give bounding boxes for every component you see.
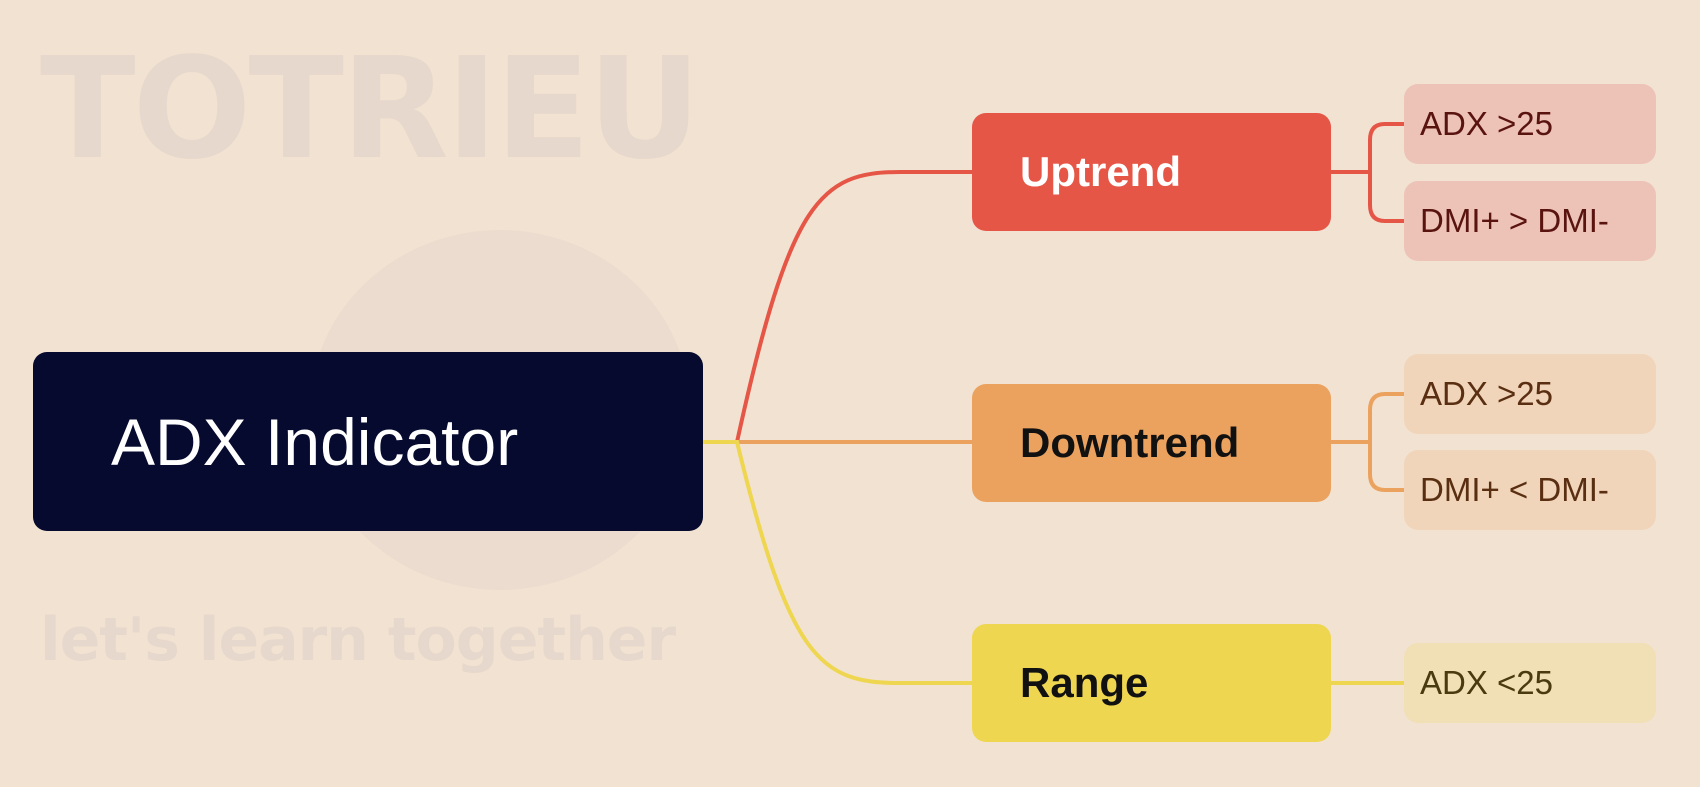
leaf-downtrend-dmi: DMI+ < DMI- (1404, 450, 1656, 530)
uptrend-label: Uptrend (1020, 148, 1181, 195)
connector-range (703, 440, 972, 685)
downtrend-label: Downtrend (1020, 419, 1240, 466)
root-node: ADX Indicator (33, 352, 703, 531)
leaf-uptrend-dmi: DMI+ > DMI- (1404, 181, 1656, 261)
leaf-label: ADX >25 (1420, 105, 1553, 142)
leaf-label: ADX >25 (1420, 375, 1553, 412)
leaf-label: DMI+ > DMI- (1420, 202, 1609, 239)
connector-uptrend-leaves (1331, 122, 1404, 223)
root-label: ADX Indicator (111, 404, 519, 479)
leaf-uptrend-adx: ADX >25 (1404, 84, 1656, 164)
connector-uptrend (735, 170, 972, 443)
node-downtrend: Downtrend (972, 384, 1331, 502)
connector-downtrend-leaves (1331, 392, 1404, 492)
leaf-downtrend-adx: ADX >25 (1404, 354, 1656, 434)
leaf-label: DMI+ < DMI- (1420, 471, 1609, 508)
range-label: Range (1020, 659, 1149, 706)
leaf-label: ADX <25 (1420, 664, 1553, 701)
node-uptrend: Uptrend (972, 113, 1331, 231)
node-range: Range (972, 624, 1331, 742)
leaf-range-adx: ADX <25 (1404, 643, 1656, 723)
